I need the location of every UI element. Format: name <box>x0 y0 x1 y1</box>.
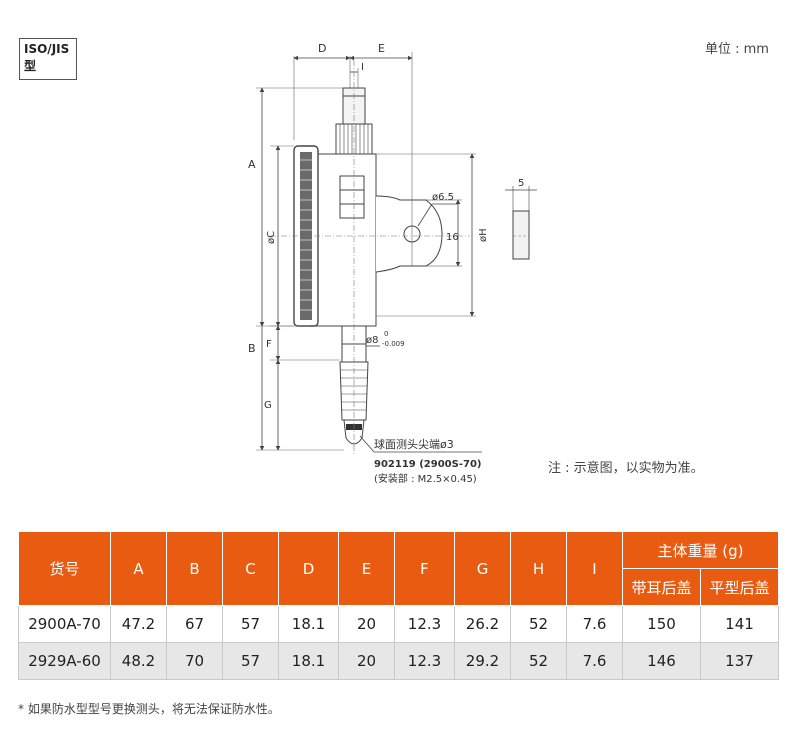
unit-label: 单位 : mm <box>705 42 769 57</box>
label-hole: ø6.5 <box>432 192 454 203</box>
label-H: øH <box>478 228 489 242</box>
cell-item: 2900A-70 <box>18 605 111 643</box>
cell-H: 52 <box>510 605 567 643</box>
label-D: D <box>318 42 326 55</box>
cell-C: 57 <box>222 605 279 643</box>
label-F: F <box>266 339 272 350</box>
header-E: E <box>338 531 395 606</box>
stem-window <box>339 175 365 219</box>
cell-H: 52 <box>510 642 567 680</box>
cell-lug: 146 <box>622 642 701 680</box>
header-F: F <box>394 531 455 606</box>
hole-leader <box>417 203 433 227</box>
header-I: I <box>566 531 623 606</box>
cell-E: 20 <box>338 642 395 680</box>
callout-part-no: 902119 (2900S-70) <box>374 459 481 470</box>
cell-B: 67 <box>166 605 223 643</box>
table-row: 2900A-70 47.2 67 57 18.1 20 12.3 26.2 52… <box>18 605 779 643</box>
label-I: I <box>361 62 364 73</box>
cell-G: 29.2 <box>454 642 511 680</box>
label-16: 16 <box>446 232 459 243</box>
callout-mount: (安装部 : M2.5×0.45) <box>374 472 477 485</box>
header-H: H <box>510 531 567 606</box>
label-stem: ø8 <box>366 335 378 346</box>
cell-flat: 141 <box>700 605 779 643</box>
waterproof-footnote: * 如果防水型型号更换测头，将无法保证防水性。 <box>18 702 280 716</box>
cell-E: 20 <box>338 605 395 643</box>
cell-I: 7.6 <box>566 605 623 643</box>
label-E: E <box>378 42 385 55</box>
cell-item: 2929A-60 <box>18 642 111 680</box>
cell-D: 18.1 <box>278 642 339 680</box>
dial-indicator-drawing: D E I A øC F B G øH 16 ø6.5 5 ø8 0 -0.00… <box>248 42 537 485</box>
cell-F: 12.3 <box>394 605 455 643</box>
badge-line1: ISO/JIS <box>24 42 70 56</box>
cell-B: 70 <box>166 642 223 680</box>
badge-line2: 型 <box>24 59 37 73</box>
cell-C: 57 <box>222 642 279 680</box>
lug-side-view <box>512 210 530 260</box>
cell-flat: 137 <box>700 642 779 680</box>
header-A: A <box>110 531 167 606</box>
cell-F: 12.3 <box>394 642 455 680</box>
tip-leader <box>359 435 375 453</box>
cell-G: 26.2 <box>454 605 511 643</box>
cell-I: 7.6 <box>566 642 623 680</box>
cell-A: 47.2 <box>110 605 167 643</box>
cell-D: 18.1 <box>278 605 339 643</box>
label-stem-tol-lower: -0.009 <box>382 340 405 348</box>
table-row: 2929A-60 48.2 70 57 18.1 20 12.3 29.2 52… <box>18 642 779 680</box>
label-A: A <box>248 158 256 171</box>
iso-jis-badge: ISO/JIS 型 <box>19 38 77 80</box>
header-C: C <box>222 531 279 606</box>
header-item: 货号 <box>18 531 111 606</box>
header-lug-back: 带耳后盖 <box>622 568 701 606</box>
label-stem-tol-upper: 0 <box>384 330 388 338</box>
header-weight: 主体重量 (g) <box>622 531 779 569</box>
header-D: D <box>278 531 339 606</box>
header-B: B <box>166 531 223 606</box>
header-G: G <box>454 531 511 606</box>
header-flat-back: 平型后盖 <box>700 568 779 606</box>
label-B: B <box>248 342 256 355</box>
illustration-note: 注 : 示意图，以实物为准。 <box>548 461 704 476</box>
spec-table: 货号 A B C D E F G H I 主体重量 (g) 带耳后盖 平型后盖 … <box>18 531 779 680</box>
callout-tip: 球面测头尖端ø3 <box>374 437 454 451</box>
label-C: øC <box>266 231 277 244</box>
cell-lug: 150 <box>622 605 701 643</box>
label-G: G <box>264 400 272 411</box>
cell-A: 48.2 <box>110 642 167 680</box>
label-5: 5 <box>518 178 524 189</box>
